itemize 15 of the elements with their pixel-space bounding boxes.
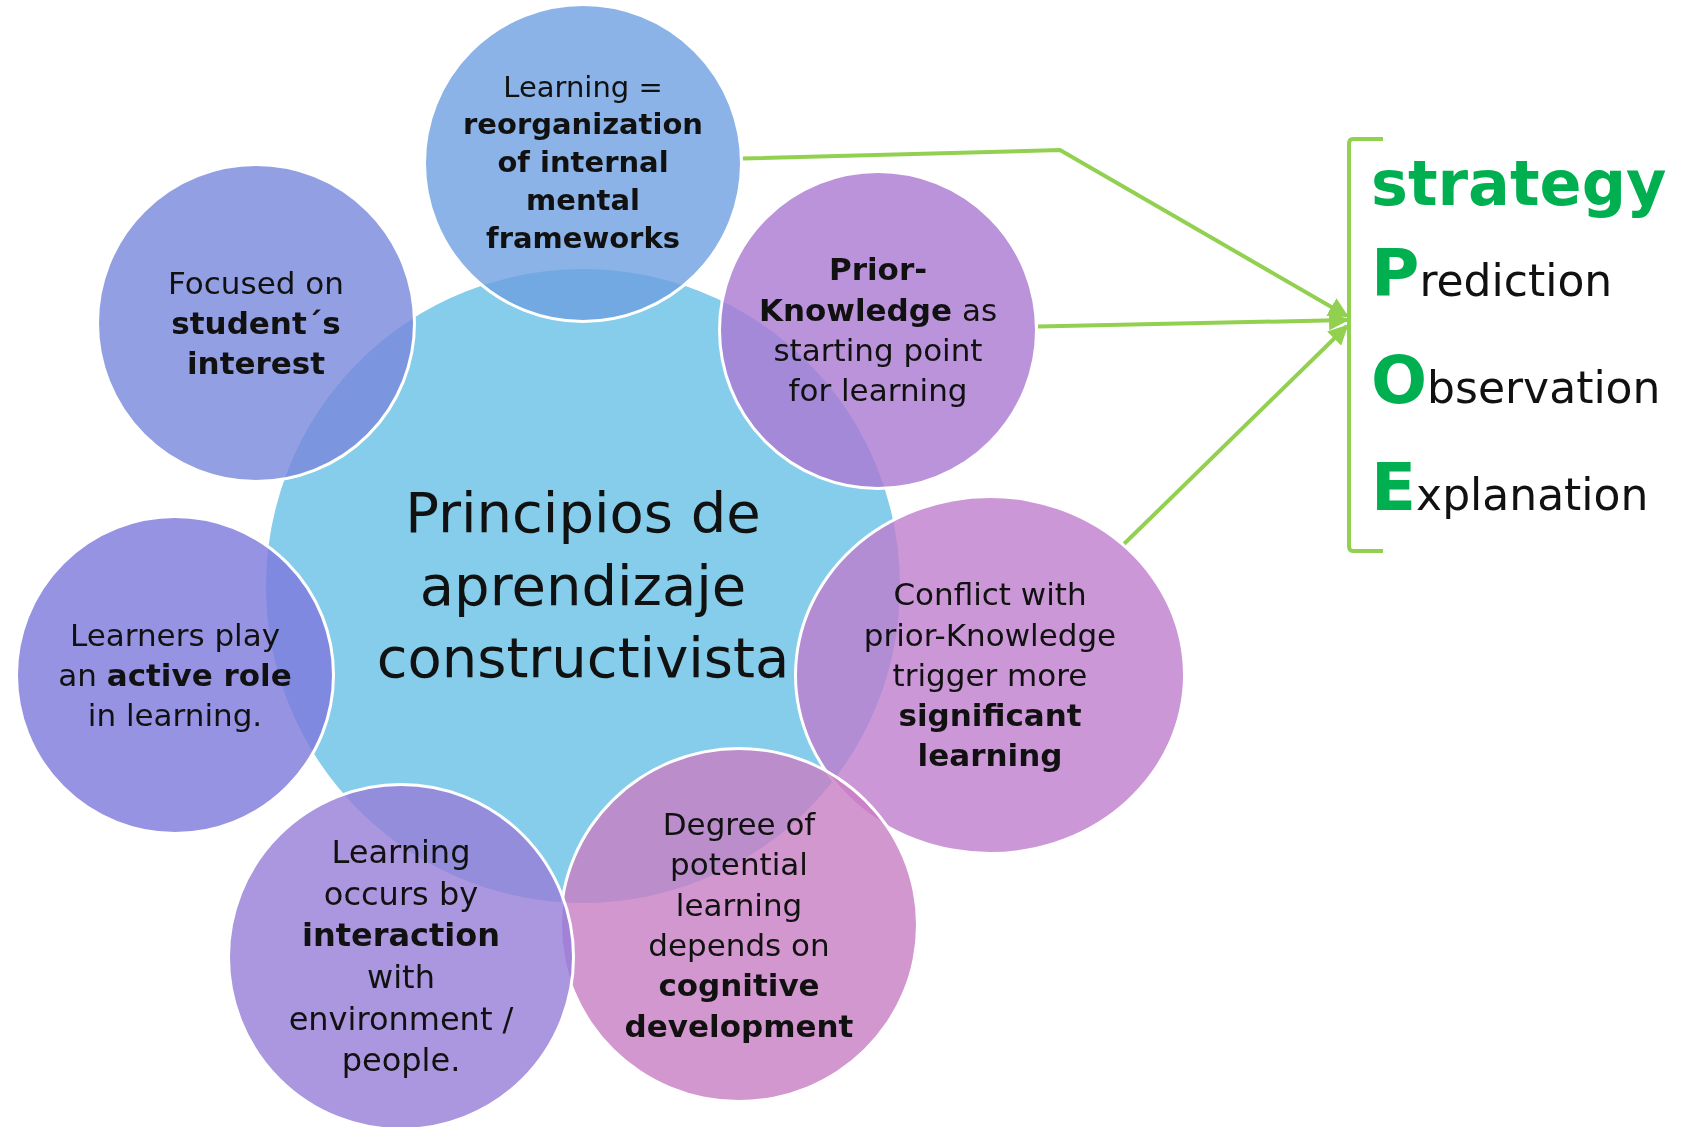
central-title: Principios de aprendizaje constructivista: [375, 478, 791, 693]
principle-text: Learning occurs by interaction with environment / people.: [287, 832, 515, 1082]
principle-text: Conflict with prior-Knowledge trigger more significant learning: [862, 575, 1118, 776]
acronym-word: Prediction: [1371, 234, 1614, 314]
principle-text: Learning = reorganization of internal mental frameworks: [462, 68, 704, 257]
strategy-heading: strategy: [1371, 146, 1667, 222]
principle-text: Prior-Knowledge as starting point for learning: [758, 250, 998, 411]
arrow: [1037, 310, 1349, 331]
acronym-word: Observation: [1371, 341, 1662, 421]
principle-text: Degree of potential learning depends on cognitive development: [623, 805, 855, 1046]
acronym-word: Explanation: [1371, 448, 1650, 528]
arrow: [1122, 324, 1349, 546]
arrow: [742, 148, 1349, 318]
principle-text: Focused on student´s interest: [167, 263, 345, 384]
principle-text: Learners play an active role in learning.: [57, 615, 293, 736]
